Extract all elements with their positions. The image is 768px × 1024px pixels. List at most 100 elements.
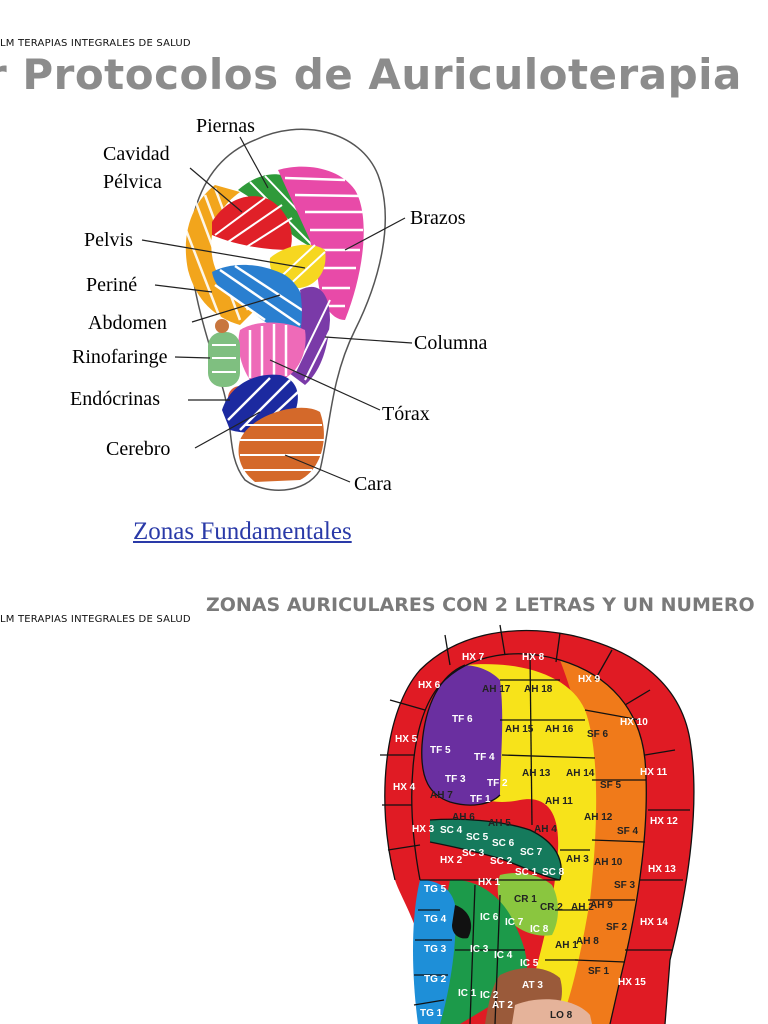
label-cavidad: Cavidad bbox=[103, 143, 170, 165]
segment-lines bbox=[380, 624, 695, 1024]
svg-text:AH 16: AH 16 bbox=[545, 724, 574, 735]
svg-text:AT 2: AT 2 bbox=[492, 1000, 513, 1011]
auricular-zones-map: HX 7 HX 8 HX 9 HX 6 HX 10 HX 5 HX 11 HX … bbox=[380, 624, 695, 1024]
svg-text:AH 10: AH 10 bbox=[594, 857, 623, 868]
svg-text:HX 2: HX 2 bbox=[440, 855, 463, 866]
svg-text:TF 4: TF 4 bbox=[474, 752, 495, 763]
svg-text:AT 3: AT 3 bbox=[522, 980, 543, 991]
label-cerebro: Cerebro bbox=[106, 438, 170, 460]
label-perine: Periné bbox=[86, 274, 137, 296]
zone-labels: HX 7 HX 8 HX 9 HX 6 HX 10 HX 5 HX 11 HX … bbox=[393, 652, 678, 1021]
label-endocrinas: Endócrinas bbox=[70, 388, 160, 410]
svg-text:SC 7: SC 7 bbox=[520, 847, 543, 858]
svg-text:HX 12: HX 12 bbox=[650, 816, 678, 827]
svg-text:SF 3: SF 3 bbox=[614, 880, 636, 891]
svg-text:CR 2: CR 2 bbox=[540, 902, 563, 913]
svg-text:SF 2: SF 2 bbox=[606, 922, 628, 933]
svg-text:IC 3: IC 3 bbox=[470, 944, 489, 955]
zone-lo bbox=[512, 999, 592, 1024]
svg-text:TF 1: TF 1 bbox=[470, 794, 491, 805]
svg-text:TG 5: TG 5 bbox=[424, 884, 447, 895]
label-pelvica: Pélvica bbox=[103, 171, 162, 193]
svg-text:AH 6: AH 6 bbox=[452, 812, 475, 823]
svg-text:AH 1: AH 1 bbox=[555, 940, 578, 951]
svg-text:AH 13: AH 13 bbox=[522, 768, 551, 779]
svg-text:AH 3: AH 3 bbox=[566, 854, 589, 865]
label-columna: Columna bbox=[414, 332, 487, 354]
svg-text:AH 15: AH 15 bbox=[505, 724, 534, 735]
zone-cavidad-pelvica bbox=[212, 196, 292, 250]
svg-text:AH 2: AH 2 bbox=[571, 902, 594, 913]
svg-text:HX 11: HX 11 bbox=[640, 767, 668, 778]
svg-text:SF 5: SF 5 bbox=[600, 780, 622, 791]
svg-text:HX 9: HX 9 bbox=[578, 674, 601, 685]
svg-text:IC 8: IC 8 bbox=[530, 924, 549, 935]
page-header-2: LM TERAPIAS INTEGRALES DE SALUD bbox=[0, 614, 191, 625]
zone-tg bbox=[413, 880, 456, 1024]
svg-text:HX 13: HX 13 bbox=[648, 864, 676, 875]
svg-text:AH 14: AH 14 bbox=[566, 768, 595, 779]
svg-text:AH 5: AH 5 bbox=[488, 818, 511, 829]
svg-text:AH 9: AH 9 bbox=[590, 900, 613, 911]
label-torax: Tórax bbox=[382, 403, 430, 425]
svg-text:SC 6: SC 6 bbox=[492, 838, 515, 849]
svg-text:IC 5: IC 5 bbox=[520, 958, 539, 969]
page-title: r Protocolos de Auriculoterapia bbox=[0, 50, 742, 99]
label-rinofaringe: Rinofaringe bbox=[72, 346, 168, 368]
label-pelvis: Pelvis bbox=[84, 229, 133, 251]
svg-text:IC 1: IC 1 bbox=[458, 988, 477, 999]
zone-cr bbox=[497, 873, 558, 936]
svg-text:SF 4: SF 4 bbox=[617, 826, 639, 837]
figure-caption-link[interactable]: Zonas Fundamentales bbox=[133, 518, 352, 545]
label-piernas: Piernas bbox=[196, 115, 255, 137]
svg-text:TG 3: TG 3 bbox=[424, 944, 447, 955]
svg-text:TF 6: TF 6 bbox=[452, 714, 473, 725]
label-cara: Cara bbox=[354, 473, 392, 495]
leader-lines bbox=[141, 136, 413, 483]
svg-text:HX 7: HX 7 bbox=[462, 652, 485, 663]
svg-text:HX 14: HX 14 bbox=[640, 917, 668, 928]
svg-text:AH 11: AH 11 bbox=[545, 796, 573, 807]
svg-text:AH 12: AH 12 bbox=[584, 812, 613, 823]
svg-text:AH 4: AH 4 bbox=[534, 824, 557, 835]
label-abdomen: Abdomen bbox=[88, 312, 167, 334]
page-2: ZONAS AURICULARES CON 2 LETRAS Y UN NUME… bbox=[0, 580, 768, 1024]
svg-text:LO 8: LO 8 bbox=[550, 1010, 573, 1021]
svg-text:SF 1: SF 1 bbox=[588, 966, 610, 977]
zone-sc bbox=[430, 819, 562, 880]
svg-text:AH 17: AH 17 bbox=[482, 684, 511, 695]
svg-text:HX 4: HX 4 bbox=[393, 782, 416, 793]
label-brazos: Brazos bbox=[410, 207, 466, 229]
svg-text:HX 5: HX 5 bbox=[395, 734, 418, 745]
svg-text:HX 1: HX 1 bbox=[478, 877, 501, 888]
svg-text:CR 1: CR 1 bbox=[514, 894, 537, 905]
svg-text:SC 4: SC 4 bbox=[440, 825, 463, 836]
svg-text:HX 8: HX 8 bbox=[522, 652, 545, 663]
svg-text:TF 3: TF 3 bbox=[445, 774, 466, 785]
svg-text:TG 1: TG 1 bbox=[420, 1008, 443, 1019]
svg-text:AH 7: AH 7 bbox=[430, 790, 453, 801]
zone-rinofaringe bbox=[208, 332, 240, 387]
page-header: LM TERAPIAS INTEGRALES DE SALUD bbox=[0, 38, 191, 49]
ear-zones-diagram: Piernas Cavidad Pélvica Brazos Pelvis Pe… bbox=[70, 115, 487, 495]
svg-text:TG 4: TG 4 bbox=[424, 914, 447, 925]
svg-text:HX 3: HX 3 bbox=[412, 824, 435, 835]
svg-text:SC 1: SC 1 bbox=[515, 867, 538, 878]
zone-torax bbox=[238, 322, 306, 380]
svg-text:IC 2: IC 2 bbox=[480, 990, 499, 1001]
svg-text:TF 2: TF 2 bbox=[487, 778, 508, 789]
svg-text:AH 8: AH 8 bbox=[576, 936, 599, 947]
svg-text:SC 3: SC 3 bbox=[462, 848, 485, 859]
page-title-2: ZONAS AURICULARES CON 2 LETRAS Y UN NUME… bbox=[206, 594, 755, 616]
svg-text:AH 18: AH 18 bbox=[524, 684, 553, 695]
svg-text:TF 5: TF 5 bbox=[430, 745, 451, 756]
zone-cara bbox=[238, 407, 324, 482]
svg-text:HX 6: HX 6 bbox=[418, 680, 441, 691]
svg-text:SF 6: SF 6 bbox=[587, 729, 609, 740]
svg-text:TG 2: TG 2 bbox=[424, 974, 447, 985]
svg-text:SC 5: SC 5 bbox=[466, 832, 489, 843]
svg-text:IC 7: IC 7 bbox=[505, 917, 524, 928]
svg-text:IC 6: IC 6 bbox=[480, 912, 499, 923]
svg-text:IC 4: IC 4 bbox=[494, 950, 513, 961]
zone-tf bbox=[421, 665, 503, 806]
